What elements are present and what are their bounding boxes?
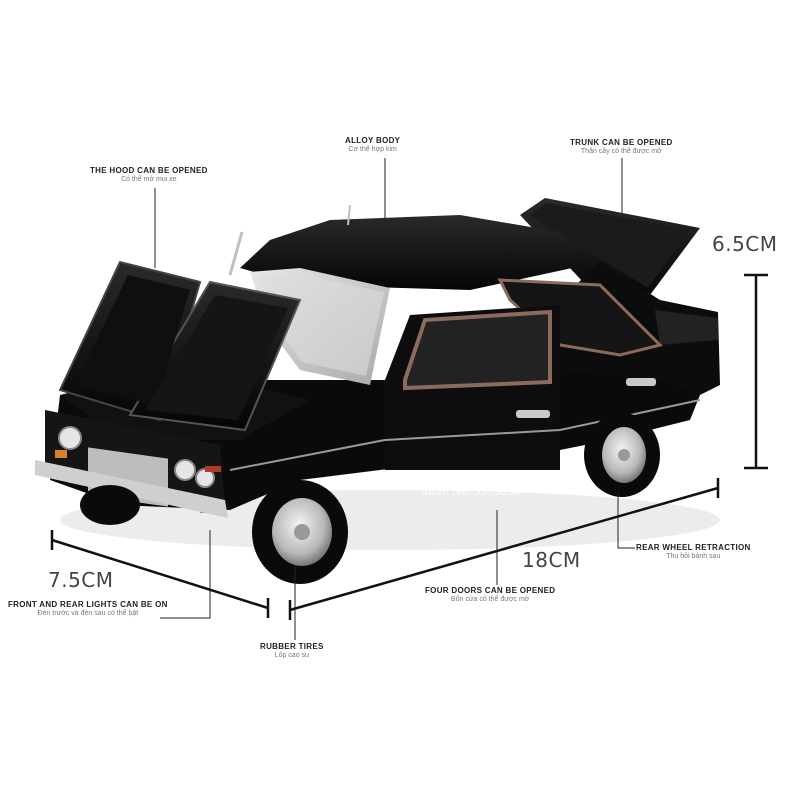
annotation-lines [154,158,635,640]
trunk-label-en: TRUNK CAN BE OPENED [570,138,673,147]
tires-label-vi: Lốp cao su [274,652,309,659]
tires-label-en: RUBBER TIRES [260,642,324,651]
body-label-en: ALLOY BODY [345,136,401,145]
length-dimension: 18CM [522,548,581,572]
trunk-label-vi: Thân cây có thể được mở [580,148,662,155]
wheel-label: REAR WHEEL RETRACTION Thu hồi bánh sau [636,543,751,560]
wheel-label-vi: Thu hồi bánh sau [666,553,721,560]
rear-door-handle [626,378,656,386]
body-label: ALLOY BODY Cơ thể hợp kim [345,136,400,153]
hood-label: THE HOOD CAN BE OPENED Có thể mở mui xe [90,166,208,183]
height-dimension: 6.5CM [712,232,778,256]
tires-label: RUBBER TIRES Lốp cao su [260,642,324,659]
lights-label-vi: Đèn trước và đèn sau có thể bật [37,610,139,617]
rear-wheel [584,413,660,497]
headlight-right [174,459,196,481]
wheel-label-en: REAR WHEEL RETRACTION [636,543,751,552]
doors-label-en: FOUR DOORS CAN BE OPENED [425,586,556,595]
headlight-left [58,426,82,450]
hood-label-vi: Có thể mở mui xe [121,176,177,183]
hood-label-en: THE HOOD CAN BE OPENED [90,166,208,175]
dimension-lines [50,273,768,620]
roof [240,215,600,290]
trunk-label: TRUNK CAN BE OPENED Thân cây có thể được… [570,138,673,155]
turn-signal-left [55,450,67,458]
front-bumper [35,460,228,518]
front-wheel [252,480,348,584]
lights-label-en: FRONT AND REAR LIGHTS CAN BE ON [8,600,168,609]
doors-label-vi: Bốn cửa có thể được mở [450,596,530,603]
lights-label: FRONT AND REAR LIGHTS CAN BE ON Đèn trướ… [8,600,168,617]
store-watermark: Store No. 3975030 [421,483,520,498]
width-dimension: 7.5CM [48,568,114,592]
front-left-wheel [80,485,140,525]
body-label-vi: Cơ thể hợp kim [348,146,397,153]
door-handle [516,410,550,418]
rear-window [497,278,663,357]
doors-label: FOUR DOORS CAN BE OPENED Bốn cửa có thể … [425,586,555,603]
